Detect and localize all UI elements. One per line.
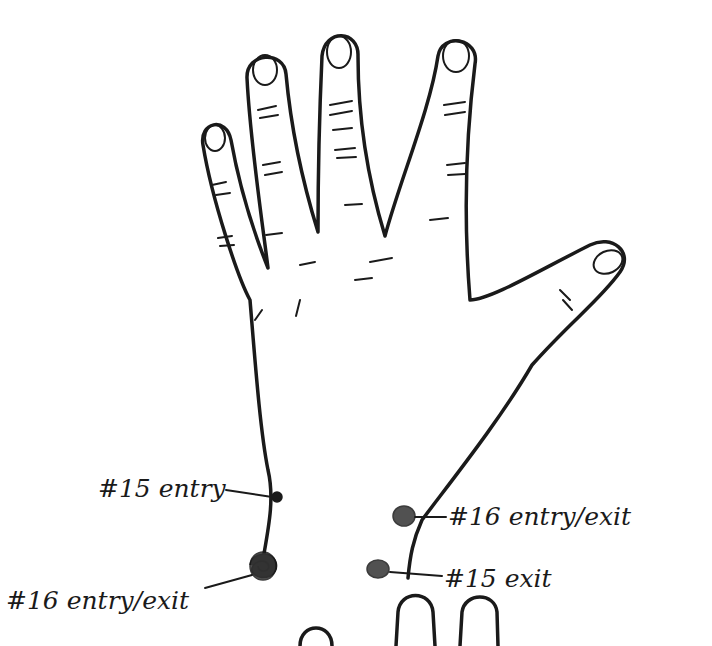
wound-mark [250,552,276,580]
other-hand-fingers [300,596,498,646]
leader-line [390,572,442,576]
fingernail [327,36,351,68]
callout-label: #15 entry [98,476,226,501]
knuckle-creases [212,101,572,320]
fingernail [205,125,225,151]
wound-mark [393,506,415,526]
wound-mark [272,492,282,502]
leader-line [226,490,272,497]
callout-label: #15 exit [444,566,552,591]
fingernail [590,246,626,279]
fingernail [253,55,277,85]
wound-mark [367,560,389,578]
callout-label: #16 entry/exit [448,504,631,529]
callout-label: #16 entry/exit [6,588,189,613]
leader-line [415,516,446,518]
hand-outline [203,36,625,578]
leader-line [205,575,252,588]
fingernail [443,40,469,72]
